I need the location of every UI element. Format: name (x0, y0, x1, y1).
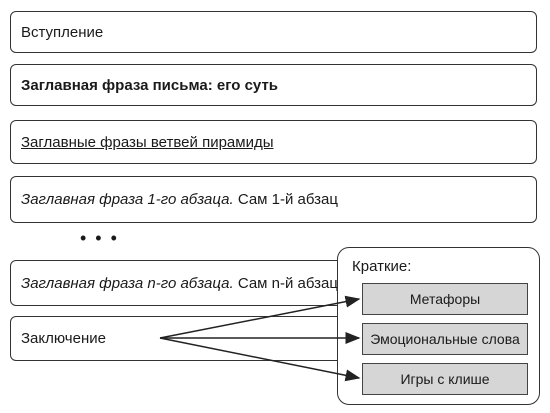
brief-item-metaphors: Метафоры (362, 283, 528, 315)
brief-item-emotional-words: Эмоциональные слова (362, 323, 528, 355)
main-phrase-label: Заглавная фраза письма: его суть (21, 76, 279, 94)
brief-item-cliche-games: Игры с клише (362, 363, 528, 395)
intro-block: Вступление (10, 11, 537, 53)
paragraph-1-block: Заглавная фраза 1-го абзаца. Сам 1-й абз… (10, 176, 537, 223)
paragraph-1-heading: Заглавная фраза 1-го абзаца. (21, 191, 234, 208)
brief-panel-title: Краткие: (352, 258, 412, 275)
brief-panel: Краткие: Метафоры Эмоциональные слова Иг… (337, 247, 540, 405)
main-phrase-block: Заглавная фраза письма: его суть (10, 64, 537, 106)
ellipsis: • • • (80, 228, 119, 248)
paragraph-n-heading: Заглавная фраза n-го абзаца. (21, 274, 234, 292)
conclusion-label: Заключение (21, 330, 106, 347)
branch-phrases-label: Заглавные фразы ветвей пирамиды (21, 133, 274, 151)
paragraph-1-body: Сам 1-й абзац (233, 191, 338, 208)
branch-phrases-block: Заглавные фразы ветвей пирамиды (10, 120, 537, 164)
intro-label: Вступление (21, 23, 104, 41)
paragraph-n-body: Сам n-й абзац (233, 274, 338, 292)
